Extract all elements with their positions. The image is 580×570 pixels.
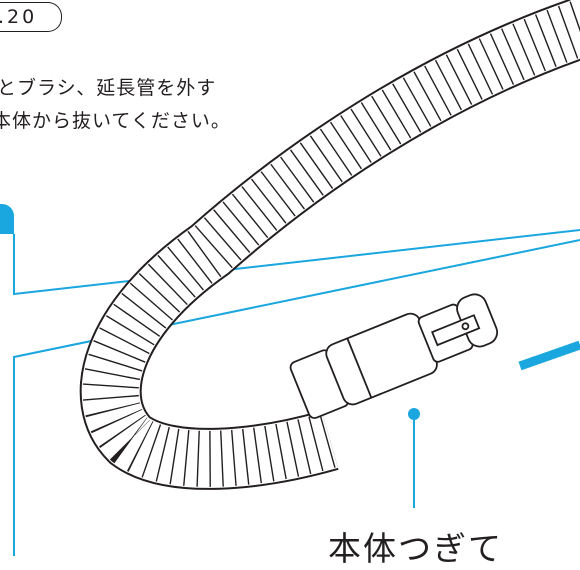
blue-section-tab — [0, 204, 14, 234]
hose-body — [81, 0, 580, 488]
body-joint-connector — [289, 293, 499, 419]
body-joint-label: 本体つぎて — [328, 529, 503, 568]
page-reference-number: .20 — [0, 6, 38, 28]
page-reference: .20 — [0, 2, 62, 32]
instruction-text: とブラシ、延長管を外す 本体から抜いてください。 — [0, 72, 231, 138]
instruction-line-2: 本体から抜いてください。 — [0, 110, 231, 132]
callout-leader — [408, 408, 420, 508]
blue-frame-lines — [13, 229, 580, 556]
blue-motion-arrow — [518, 340, 580, 371]
instruction-line-1: とブラシ、延長管を外す — [0, 77, 217, 99]
